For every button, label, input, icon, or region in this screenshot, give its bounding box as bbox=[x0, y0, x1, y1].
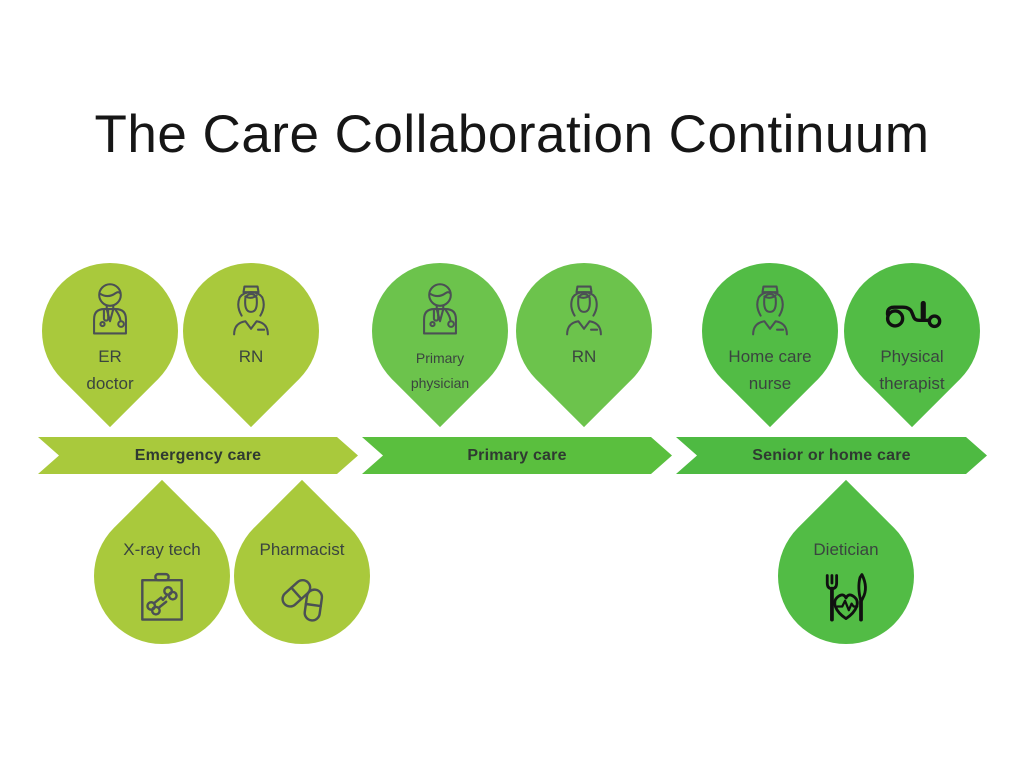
doctor-icon bbox=[80, 280, 140, 340]
pin-rn-emergency: RN bbox=[154, 234, 348, 428]
stage-label: Emergency care bbox=[134, 446, 262, 464]
stage-label: Senior or home care bbox=[752, 446, 911, 464]
page-title: The Care Collaboration Continuum bbox=[94, 104, 930, 164]
pin-label: Physical therapist bbox=[879, 347, 945, 394]
stage-band-senior-or-home-care: Senior or home care bbox=[676, 437, 987, 474]
pin-physical-therapist: Physical therapist bbox=[815, 234, 1009, 428]
pin-primary-physician: Primary physician bbox=[343, 234, 537, 428]
pin-label: Pharmacist bbox=[259, 540, 345, 559]
pin-label: ER doctor bbox=[86, 347, 134, 394]
pin-rn-primary: RN bbox=[487, 234, 681, 428]
xray-board-icon bbox=[132, 568, 192, 628]
pin-pharmacist: Pharmacist bbox=[205, 479, 399, 673]
nurse-icon bbox=[740, 280, 800, 340]
pin-label: RN bbox=[238, 347, 264, 366]
pin-label: X-ray tech bbox=[123, 540, 201, 559]
pill-capsules-icon bbox=[272, 568, 332, 628]
pin-xray-tech: X-ray tech bbox=[65, 479, 259, 673]
pin-label: RN bbox=[571, 347, 597, 366]
pin-er-doctor: ER doctor bbox=[13, 234, 207, 428]
pin-label: Dietician bbox=[813, 540, 879, 559]
nurse-icon bbox=[221, 280, 281, 340]
doctor-icon bbox=[410, 280, 470, 340]
pin-label: Primary physician bbox=[410, 350, 470, 391]
pin-home-care-nurse: Home care nurse bbox=[673, 234, 867, 428]
pin-dietician: Dietician bbox=[749, 479, 943, 673]
stage-band-primary-care: Primary care bbox=[362, 437, 672, 474]
recumbent-bike-icon bbox=[882, 280, 942, 340]
stage-band-emergency-care: Emergency care bbox=[38, 437, 358, 474]
pin-label: Home care nurse bbox=[728, 347, 812, 394]
stage-label: Primary care bbox=[467, 446, 567, 464]
nurse-icon bbox=[554, 280, 614, 340]
nutrition-heart-icon bbox=[816, 568, 876, 628]
